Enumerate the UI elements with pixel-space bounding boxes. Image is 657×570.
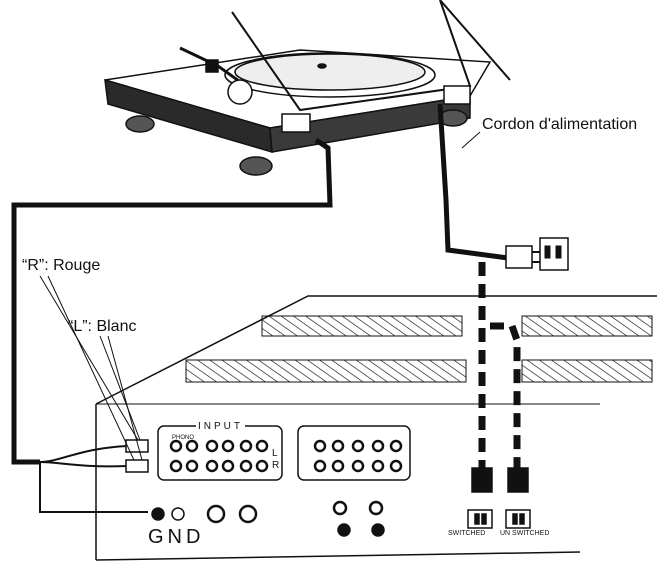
switched-outlet — [467, 509, 493, 529]
dust-cover-edge — [231, 0, 472, 112]
phono-label: PHONO — [172, 435, 195, 441]
gnd-screw — [171, 507, 185, 521]
tonearm-base — [227, 79, 253, 105]
gnd-terminal — [151, 507, 165, 521]
switched-label: SWITCHED — [448, 530, 486, 537]
vent-1 — [261, 315, 463, 337]
power-plug — [505, 245, 533, 269]
ground-wire — [39, 462, 148, 513]
jack-lower-1 — [206, 504, 226, 524]
power-cord-line — [437, 103, 509, 261]
jack-lower-6 — [371, 523, 385, 537]
power-cord-leader — [461, 131, 481, 149]
left-channel-label: L — [272, 448, 278, 459]
route-unswitched — [490, 322, 521, 468]
output-panel — [297, 425, 411, 481]
output-jacks — [313, 439, 403, 473]
plug-white — [125, 459, 149, 473]
jack-lower-2 — [238, 504, 258, 524]
jack-lower-4 — [368, 500, 384, 516]
record — [234, 53, 426, 91]
dust-cover-side — [439, 0, 511, 81]
power-cord — [437, 103, 569, 271]
switched-plug — [471, 467, 493, 493]
audio-cable-line — [11, 137, 333, 465]
hinge-right — [443, 85, 471, 105]
unswitched-plug — [507, 467, 529, 493]
unswitched-outlet — [505, 509, 531, 529]
hinge-left — [281, 113, 311, 133]
amplifier — [95, 295, 657, 561]
red-plug-label: “R”: Rouge — [22, 257, 101, 274]
jack-lower-5 — [337, 523, 351, 537]
turntable — [104, 0, 511, 176]
jack-lower-3 — [332, 500, 348, 516]
foot-left — [125, 115, 155, 133]
wall-outlet — [539, 237, 569, 271]
input-jacks — [169, 439, 269, 473]
vent-4 — [521, 359, 653, 383]
outlet-routing — [478, 262, 521, 468]
right-channel-label: R — [272, 460, 280, 471]
foot-front — [239, 156, 273, 176]
white-plug-label: “L”: Blanc — [68, 318, 137, 335]
audio-cable — [11, 137, 333, 513]
unswitched-label: UN SWITCHED — [500, 530, 550, 537]
spindle — [317, 63, 327, 69]
gnd-label: GND — [148, 526, 205, 548]
input-label: INPUT — [196, 421, 245, 432]
amplifier-outline — [95, 295, 657, 560]
vent-2 — [521, 315, 653, 337]
power-cord-label: Cordon d'alimentation — [482, 116, 638, 133]
arm-rest — [205, 59, 219, 73]
vent-3 — [185, 359, 467, 383]
turntable-side — [269, 95, 471, 153]
